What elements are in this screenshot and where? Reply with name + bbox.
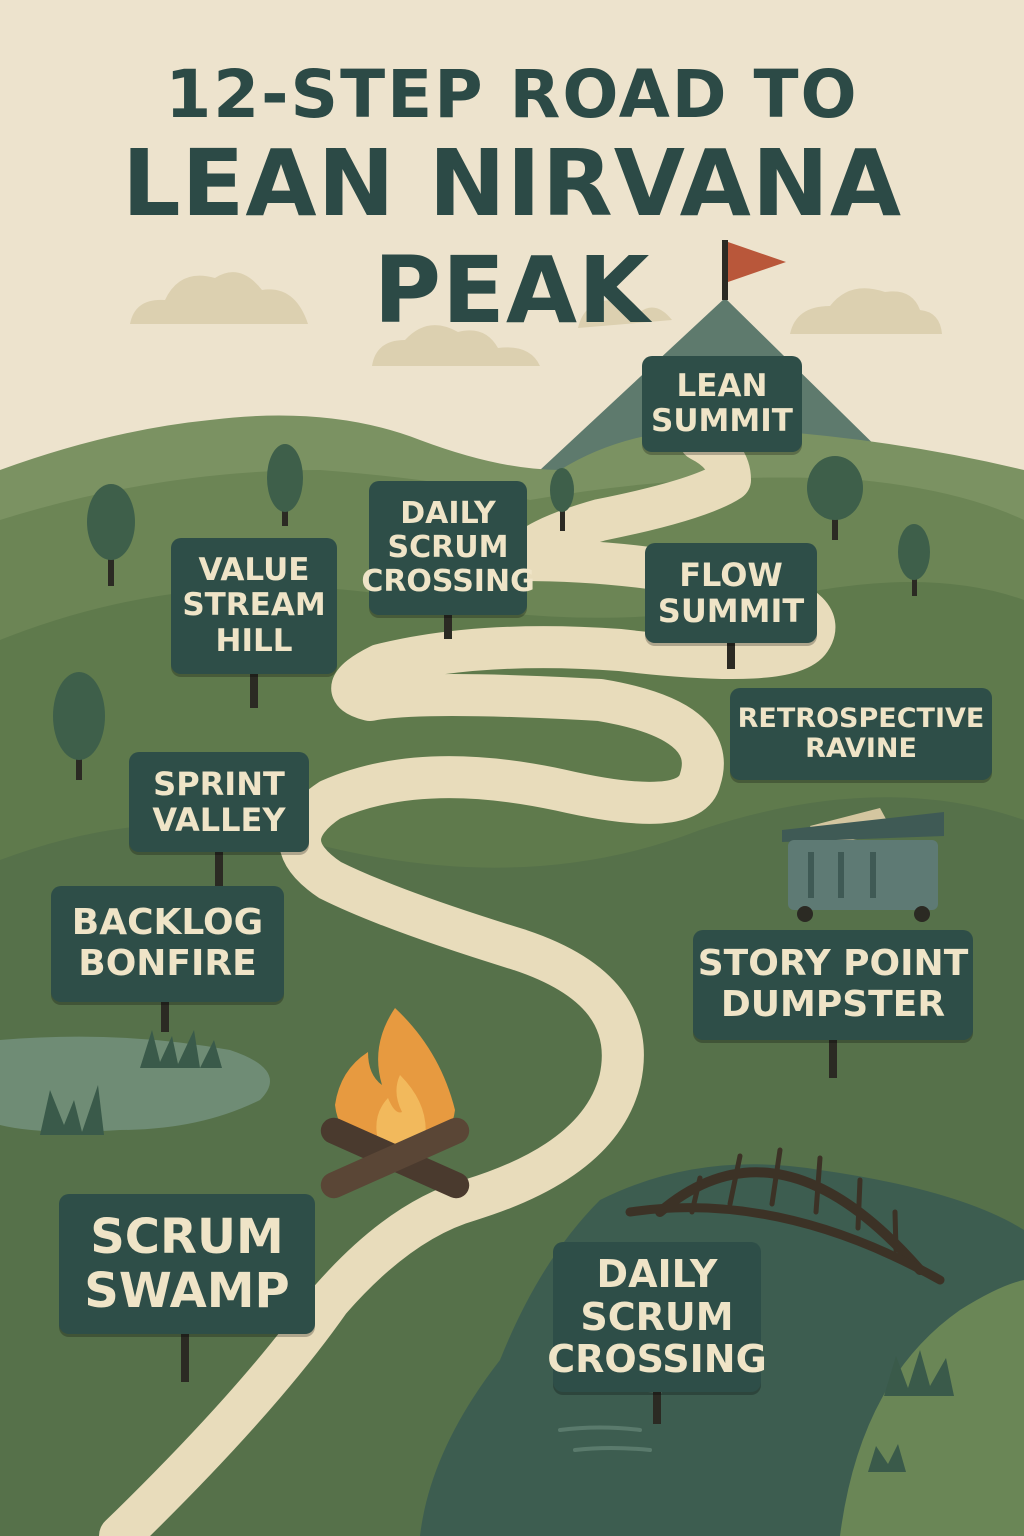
sign-post bbox=[181, 1332, 189, 1382]
sign-post bbox=[727, 639, 735, 669]
campfire-icon bbox=[320, 1008, 470, 1199]
sign-label: SCRUM SWAMP bbox=[59, 1194, 315, 1334]
sign-post bbox=[161, 998, 169, 1032]
sign-label: DAILY SCRUM CROSSING bbox=[547, 1242, 767, 1392]
tree-icon bbox=[807, 456, 863, 540]
sign-sprint-valley: SPRINT VALLEY bbox=[129, 752, 309, 888]
tree-icon bbox=[898, 524, 930, 596]
sign-story-point-dumpster: STORY POINT DUMPSTER bbox=[693, 930, 973, 1080]
sign-label: LEAN SUMMIT bbox=[642, 356, 802, 452]
sign-flow-summit: FLOW SUMMIT bbox=[645, 543, 817, 673]
grass-icon bbox=[140, 1030, 222, 1068]
sign-value-stream-hill: VALUE STREAM HILL bbox=[171, 538, 337, 710]
tree-icon bbox=[267, 444, 303, 526]
grass-icon bbox=[868, 1444, 906, 1472]
sign-label: RETROSPECTIVE RAVINE bbox=[730, 688, 992, 780]
sign-backlog-bonfire: BACKLOG BONFIRE bbox=[51, 886, 284, 1034]
bridge-icon bbox=[625, 1147, 945, 1285]
dumpster-icon bbox=[782, 808, 944, 922]
sign-label: BACKLOG BONFIRE bbox=[51, 886, 284, 1002]
sign-daily-scrum-crossing-top: DAILY SCRUM CROSSING bbox=[361, 481, 535, 641]
sign-scrum-swamp: SCRUM SWAMP bbox=[59, 1194, 315, 1386]
tree-icon bbox=[87, 484, 135, 586]
sign-label: VALUE STREAM HILL bbox=[171, 538, 337, 674]
sign-post bbox=[250, 670, 258, 708]
page-title-line-1: 12-STEP ROAD TO bbox=[165, 56, 859, 133]
sign-post bbox=[444, 611, 452, 639]
sign-label: DAILY SCRUM CROSSING bbox=[361, 481, 535, 615]
swamp-water bbox=[0, 1036, 270, 1132]
sign-lean-summit: LEAN SUMMIT bbox=[642, 356, 802, 506]
grass-icon bbox=[40, 1085, 104, 1135]
flag-icon bbox=[722, 240, 786, 300]
sign-label: FLOW SUMMIT bbox=[645, 543, 817, 643]
sign-daily-scrum-crossing-bottom: DAILY SCRUM CROSSING bbox=[547, 1242, 767, 1426]
cloud-icon bbox=[130, 272, 308, 324]
sign-post bbox=[829, 1038, 837, 1078]
page-title-line-2: LEAN NIRVANA PEAK bbox=[121, 130, 903, 344]
tree-icon bbox=[53, 672, 105, 780]
sign-post bbox=[653, 1388, 661, 1424]
cloud-icon bbox=[790, 288, 942, 334]
cloud-icon bbox=[372, 325, 540, 366]
cloud-icon bbox=[578, 297, 672, 328]
sign-retrospective-ravine: RETROSPECTIVE RAVINE bbox=[730, 688, 992, 780]
grass-icon bbox=[884, 1350, 954, 1396]
tree-icon bbox=[550, 468, 574, 531]
sign-post bbox=[215, 848, 223, 886]
sign-label: SPRINT VALLEY bbox=[129, 752, 309, 852]
sign-label: STORY POINT DUMPSTER bbox=[693, 930, 973, 1040]
